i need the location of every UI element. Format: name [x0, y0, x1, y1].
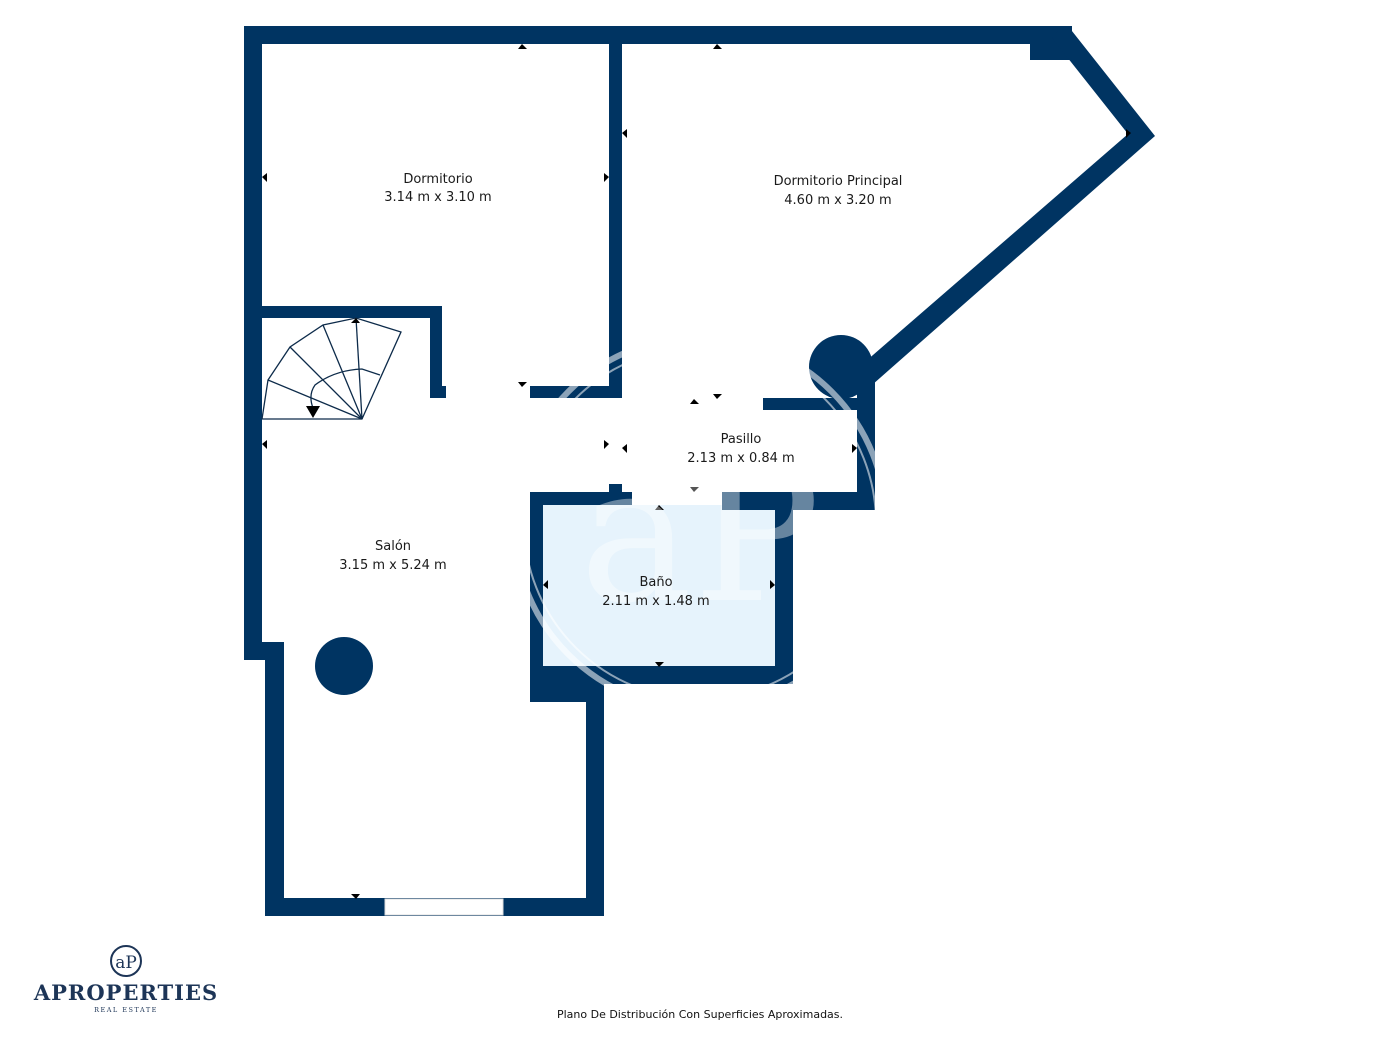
room-size: 4.60 m x 3.20 m — [784, 193, 891, 208]
watermark: aP — [511, 334, 889, 712]
room-label-pasillo: Pasillo 2.13 m x 0.84 m — [687, 432, 794, 466]
room-name: Pasillo — [721, 432, 762, 447]
window — [384, 898, 504, 916]
walls — [244, 26, 1155, 916]
spiral-staircase — [261, 317, 402, 420]
footer-disclaimer: Plano De Distribución Con Superficies Ap… — [557, 1008, 843, 1021]
wall-stair-end — [430, 386, 446, 398]
logo-monogram: aP — [115, 953, 137, 973]
wall-stair-right — [430, 306, 442, 398]
logo-monogram-circle — [110, 945, 142, 977]
room-name: Dormitorio Principal — [774, 174, 903, 189]
wall-bath-right — [775, 492, 793, 684]
wall-top — [244, 26, 1068, 44]
wall-bath-top-right — [722, 492, 875, 510]
room-label-dormitorio-principal: Dormitorio Principal 4.60 m x 3.20 m — [774, 174, 903, 208]
svg-text:aP: aP — [579, 424, 820, 645]
room-label-dormitorio: Dormitorio 3.14 m x 3.10 m — [384, 172, 491, 205]
column — [315, 637, 373, 695]
room-size: 3.15 m x 5.24 m — [339, 558, 446, 573]
logo-subtitle: REAL ESTATE — [94, 1006, 158, 1014]
wall-bath-top-left — [530, 492, 632, 505]
room-label-bano: Baño 2.11 m x 1.48 m — [602, 575, 709, 609]
room-label-salon: Salón 3.15 m x 5.24 m — [339, 539, 446, 573]
room-size: 2.13 m x 0.84 m — [687, 451, 794, 466]
logo-name: APROPERTIES — [33, 980, 218, 1005]
wall-stair-top — [262, 306, 442, 318]
room-size: 3.14 m x 3.10 m — [384, 190, 491, 205]
wall-diagonal — [858, 26, 1155, 385]
wall-hall-top — [763, 398, 875, 410]
wall-bedroom-divider — [609, 26, 622, 398]
dimension-markers — [262, 44, 1131, 899]
room-name: Dormitorio — [403, 172, 472, 187]
room-name: Baño — [639, 575, 672, 590]
wall-salon-right — [586, 684, 604, 916]
wall-left-lower — [265, 642, 284, 916]
bathroom-floor — [543, 505, 775, 666]
company-logo: aP APROPERTIES REAL ESTATE — [33, 945, 218, 1014]
room-size: 2.11 m x 1.48 m — [602, 594, 709, 609]
room-name: Salón — [375, 539, 411, 554]
wall-stub — [609, 484, 622, 492]
wall-left-upper — [244, 26, 262, 660]
wall-bath-bottom — [530, 666, 793, 684]
column — [809, 335, 873, 399]
wall-bedroom-bottom — [530, 386, 622, 398]
